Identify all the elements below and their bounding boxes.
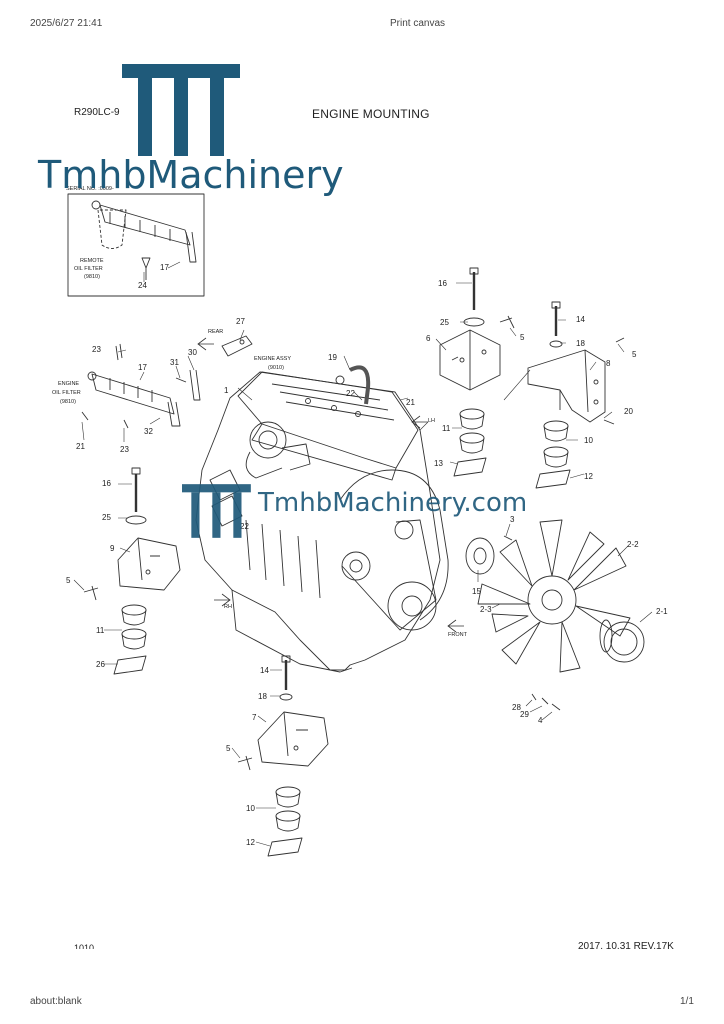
inset-caption: SERIAL NO. :0009- — [66, 186, 114, 192]
part-1: 1 — [224, 386, 229, 395]
part-32: 32 — [144, 427, 153, 436]
watermark-site: TmhbMachinery.com — [258, 488, 528, 518]
label-engine-filter-1: ENGINE — [58, 381, 79, 387]
print-page-title: Print canvas — [390, 18, 446, 29]
front-arrow-icon — [447, 619, 464, 633]
part-13: 13 — [434, 459, 443, 468]
model-number: R290LC-9 — [74, 107, 120, 118]
label-engine-assy-2: (9010) — [268, 365, 284, 371]
part-3: 3 — [510, 515, 515, 524]
part-9: 9 — [110, 544, 115, 553]
sheet-revision: 2017. 10.31 REV.17K — [578, 941, 674, 952]
inset-frame — [67, 193, 205, 297]
part-12-a: 12 — [584, 472, 593, 481]
engine-assembly-drawing — [195, 365, 449, 673]
part-5-b: 5 — [632, 350, 637, 359]
inset-remote-1: REMOTE — [80, 258, 104, 264]
label-engine-assy-1: ENGINE ASSY — [254, 356, 291, 362]
part-15: 15 — [472, 587, 481, 596]
part-10-b: 10 — [246, 804, 255, 813]
cooling-fan-drawing — [477, 519, 631, 673]
part-27: 27 — [236, 317, 245, 326]
part-5-a: 5 — [520, 333, 525, 342]
part-14-b: 14 — [260, 666, 269, 675]
watermark-brand: TmhbMachinery — [38, 153, 344, 197]
part-30: 30 — [188, 348, 197, 357]
remote-oil-filter-drawing — [91, 200, 197, 280]
label-front: FRONT — [448, 632, 468, 638]
part-29: 29 — [520, 710, 529, 719]
part-25-b: 25 — [102, 513, 111, 522]
rear-arrow-icon — [197, 337, 214, 351]
print-timestamp: 2025/6/27 21:41 — [30, 18, 103, 29]
part-25-a: 25 — [440, 318, 449, 327]
part-2-2: 2-2 — [627, 540, 639, 549]
rh-arrow-icon — [214, 593, 231, 607]
inset-remote-2: OIL FILTER — [74, 266, 103, 272]
brand-logo-icon — [122, 64, 240, 156]
part-17-a: 17 — [160, 263, 169, 272]
inset-remote-3: (9810) — [84, 274, 100, 280]
label-engine-filter-3: (9810) — [60, 399, 76, 405]
sheet-page-number: 1010 — [74, 943, 95, 949]
label-rear: REAR — [208, 329, 223, 335]
part-22-b: 22 — [240, 522, 249, 531]
part-6: 6 — [426, 334, 431, 343]
part-28: 28 — [512, 703, 521, 712]
part-12-b: 12 — [246, 838, 255, 847]
part-5-d: 5 — [226, 744, 231, 753]
label-rh: RH — [224, 604, 232, 610]
part-31: 31 — [170, 358, 179, 367]
part-23-b: 23 — [120, 445, 129, 454]
part-21-a: 21 — [406, 398, 415, 407]
part-4: 4 — [538, 716, 543, 725]
lh-arrow-icon — [411, 415, 428, 429]
part-5-c: 5 — [66, 576, 71, 585]
mount-bracket-7 — [257, 711, 329, 767]
part-18-a: 18 — [576, 339, 585, 348]
brand-logo-center-icon — [182, 484, 251, 538]
part-14-a: 14 — [576, 315, 585, 324]
sheet-title: ENGINE MOUNTING — [312, 107, 430, 121]
part-19: 19 — [328, 353, 337, 362]
part-16-a: 16 — [438, 279, 447, 288]
part-11-a: 11 — [442, 424, 451, 433]
part-18-b: 18 — [258, 692, 267, 701]
part-2-3: 2-3 — [480, 605, 492, 614]
part-24: 24 — [138, 281, 147, 290]
label-lh: LH — [428, 418, 435, 424]
part-11-b: 11 — [96, 626, 105, 635]
part-8: 8 — [606, 359, 611, 368]
part-16-b: 16 — [102, 479, 111, 488]
part-7: 7 — [252, 713, 257, 722]
mount-bracket-9 — [117, 537, 181, 591]
print-page-count: 1/1 — [680, 996, 694, 1007]
mount-bracket-6 — [439, 329, 501, 391]
part-22-a: 22 — [346, 389, 355, 398]
part-26: 26 — [96, 660, 105, 669]
label-engine-filter-2: OIL FILTER — [52, 390, 81, 396]
mount-bracket-8 — [527, 349, 606, 423]
part-21-b: 21 — [76, 442, 85, 451]
part-23-a: 23 — [92, 345, 101, 354]
part-20: 20 — [624, 407, 633, 416]
part-10-a: 10 — [584, 436, 593, 445]
print-url: about:blank — [30, 996, 82, 1007]
part-2-1: 2-1 — [656, 607, 668, 616]
part-17-b: 17 — [138, 363, 147, 372]
